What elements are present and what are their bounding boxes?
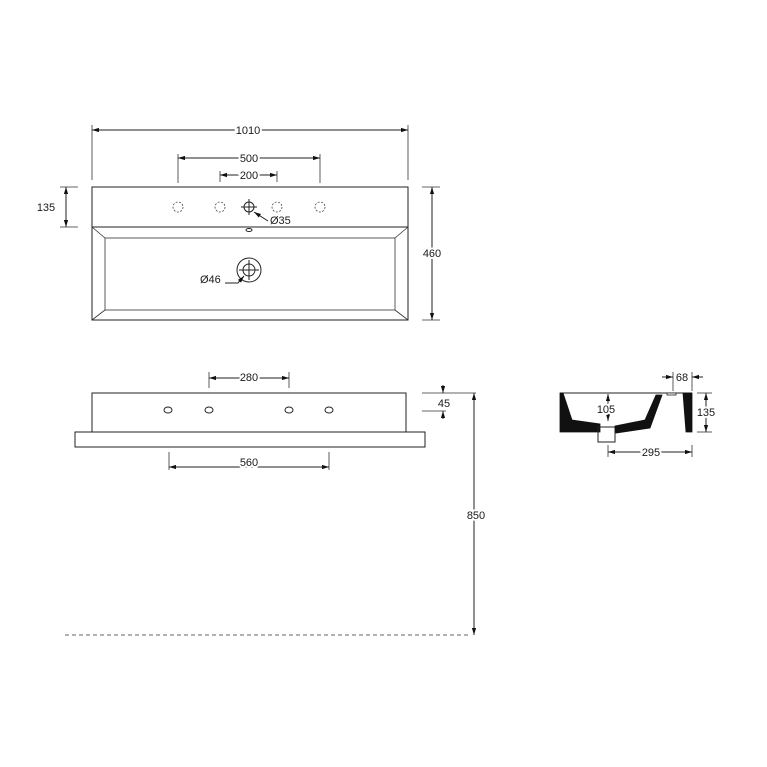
front-holes: [163, 406, 334, 414]
dim-tap-spacing-inner: 200: [240, 170, 258, 182]
dim-hole-height: 45: [438, 398, 450, 410]
dim-mounting-height: 850: [467, 510, 485, 522]
countertop: [74, 431, 426, 448]
basin-body-front: [91, 392, 407, 433]
dim-deck-depth: 135: [37, 202, 55, 214]
dim-overall-height: 135: [697, 407, 715, 419]
side-section: 68 135 105 295: [559, 372, 717, 461]
section-front-wall: [559, 392, 601, 433]
section-rear-slope: [614, 394, 663, 434]
dim-tap-spacing-outer: 500: [240, 153, 258, 165]
tap-holes: [172, 199, 326, 215]
top-view: 1010 500 200 135 460 Ø35 Ø46: [35, 123, 443, 321]
dim-waste-offset: 295: [642, 447, 660, 459]
basin-bowl-floor: [104, 237, 396, 311]
dim-rim-width: 68: [676, 372, 688, 384]
dim-tap-hole-diameter: Ø35: [270, 215, 291, 227]
dim-basin-depth: 105: [597, 404, 615, 416]
dim-waste-diameter: Ø46: [200, 274, 221, 286]
section-waste: [597, 426, 616, 443]
dim-hole-spacing-upper: 280: [240, 372, 258, 384]
basin-outline-top: [91, 186, 409, 321]
dim-overall-depth: 460: [423, 248, 441, 260]
section-rear-wall: [682, 392, 693, 433]
overflow-hole: [245, 228, 253, 232]
front-view: 280 560 45 850: [65, 370, 487, 636]
dim-hole-spacing-lower: 560: [240, 457, 258, 469]
dim-overall-width: 1010: [236, 125, 260, 137]
waste-outlet: [236, 257, 262, 283]
